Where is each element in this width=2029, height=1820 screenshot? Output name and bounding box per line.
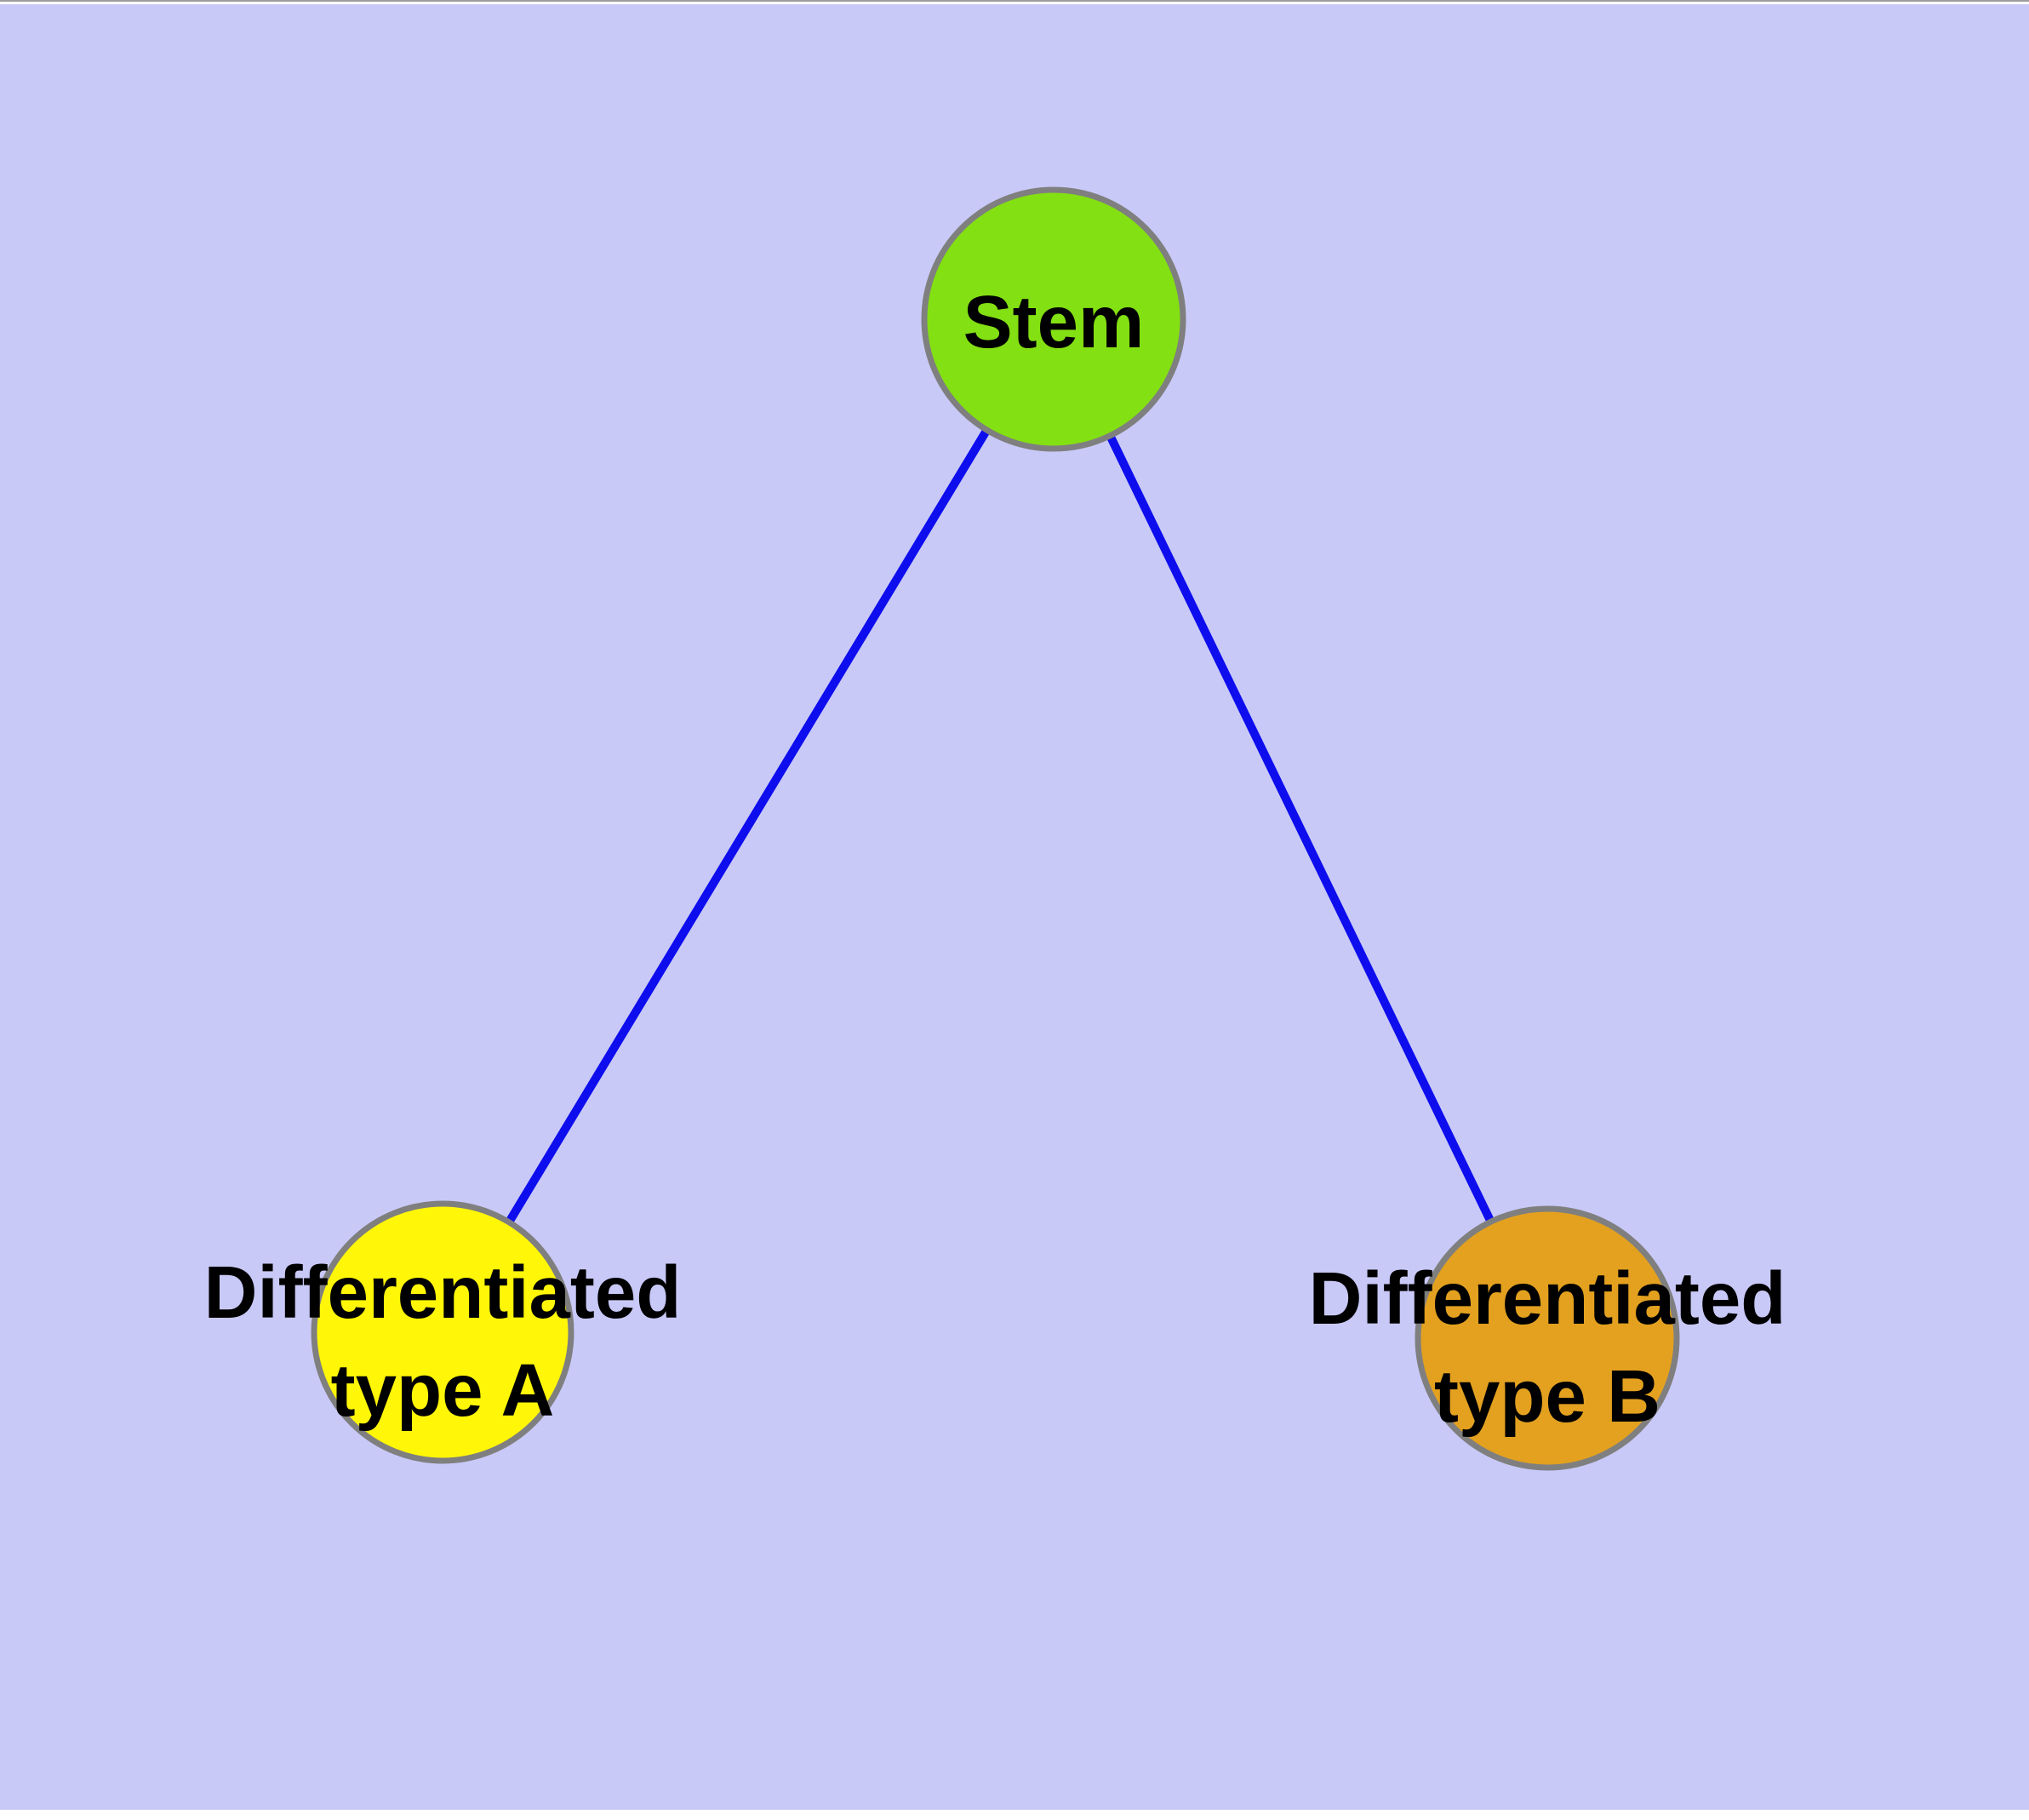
node-type-a-circle [311,1200,574,1464]
node-type-a-label-line2: type A [331,1349,555,1432]
node-stem-label: Stem [963,281,1145,363]
node-type-b-label-line1: Differentiated [1309,1257,1786,1340]
node-type-a-label-line1: Differentiated [204,1251,682,1334]
top-border-line [0,0,2029,2]
node-stem-circle [921,186,1186,452]
edge-stem-to-type-b [1049,317,1552,1341]
node-type-b-circle [1415,1205,1680,1471]
edge-stem-to-type-a [438,317,1058,1335]
node-type-b-label-line2: type B [1434,1355,1660,1438]
